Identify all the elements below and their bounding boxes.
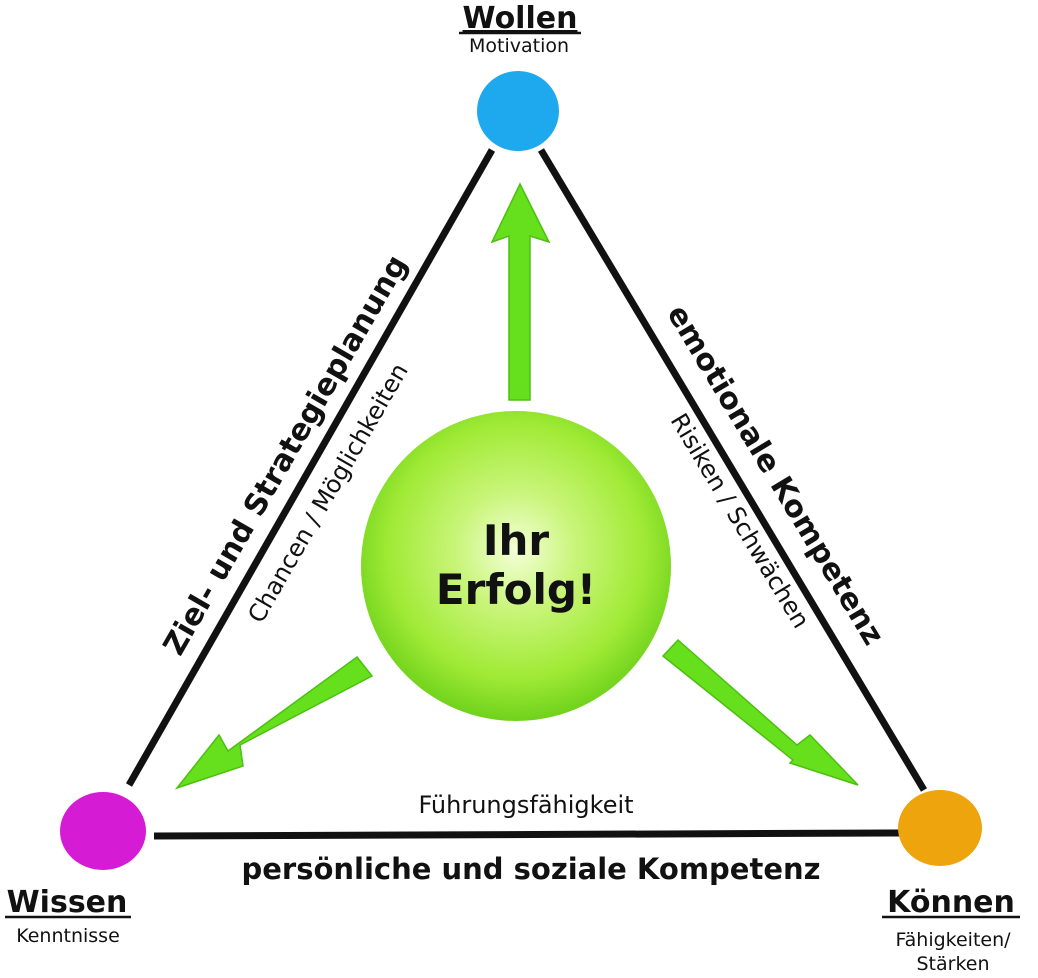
node-circle-right [898,790,982,866]
edge-line-bottom [153,829,901,840]
node-subtitle-right-line1: Fähigkeiten/ [895,929,1011,951]
node-title-left: Wissen [7,885,128,920]
node-circle-top [477,71,559,151]
arrow-down-left [174,655,374,790]
center-label-line2: Erfolg! [436,565,596,614]
edge-line-left [125,148,496,787]
node-circle-left [60,792,146,870]
node-subtitle-left: Kenntnisse [16,925,120,947]
edge-label-bottom-bold: persönliche und soziale Kompetenz [241,852,820,886]
node-title-right: Können [887,885,1015,920]
success-sphere [361,411,671,721]
center-label-line1: Ihr [483,516,550,565]
node-subtitle-right-line2: Stärken [916,953,989,975]
edge-label-bottom-thin: Führungsfähigkeit [418,791,633,819]
node-title-top: Wollen [463,1,578,36]
arrow-down-right [661,638,859,786]
arrow-up [490,182,551,401]
edge-line-right [537,148,928,792]
node-subtitle-top: Motivation [469,35,569,57]
